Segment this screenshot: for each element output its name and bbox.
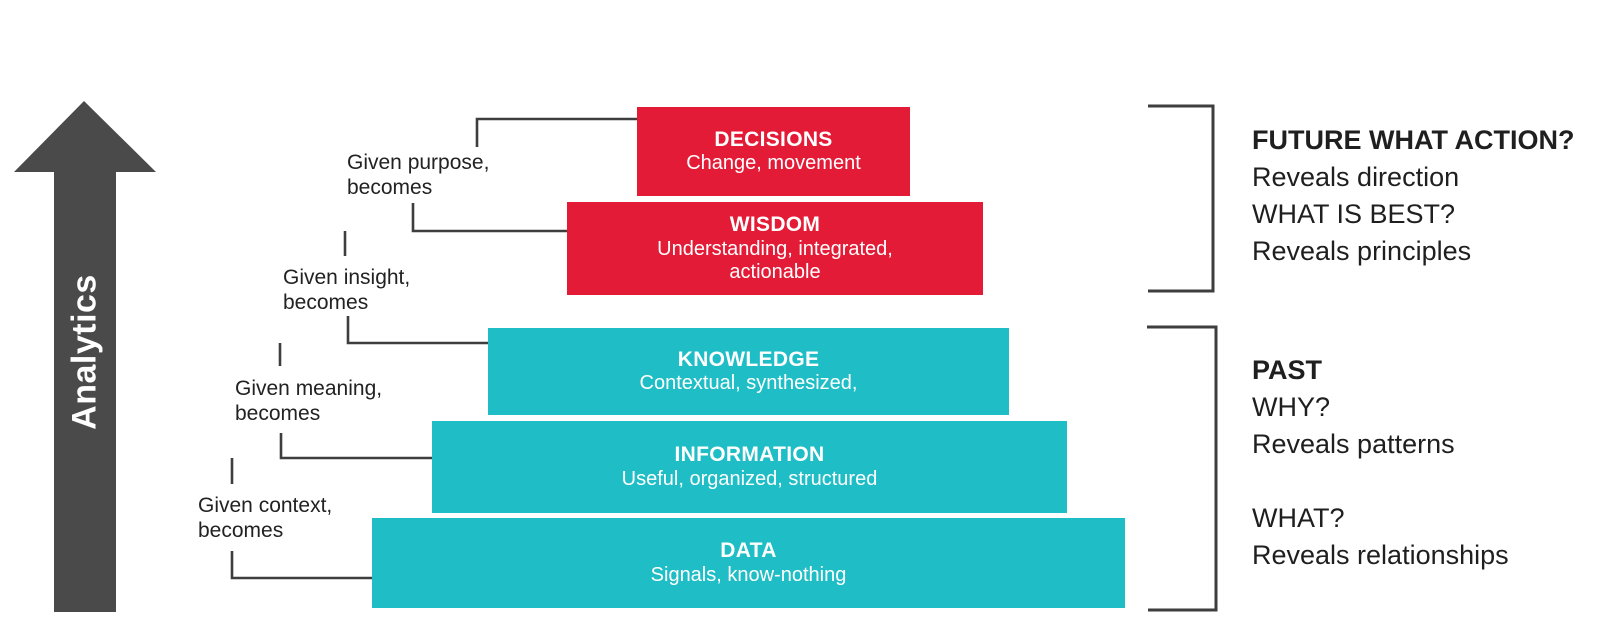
bracket-future-group bbox=[1148, 104, 1215, 293]
annotation-line: Reveals relationships bbox=[1252, 540, 1509, 570]
annotation-line: FUTURE WHAT ACTION? bbox=[1252, 125, 1575, 155]
annotation-line: PAST bbox=[1252, 355, 1323, 385]
transition-line2: becomes bbox=[283, 291, 369, 314]
pyramid-level-information: INFORMATION Useful, organized, structure… bbox=[432, 421, 1067, 513]
pyramid-level-data: DATA Signals, know-nothing bbox=[372, 518, 1125, 608]
transition-line2: becomes bbox=[347, 176, 433, 199]
annotation-line: Reveals direction bbox=[1252, 162, 1460, 192]
annotation-future: FUTURE WHAT ACTION? Reveals direction WH… bbox=[1252, 122, 1574, 270]
connector-data-to-context bbox=[230, 551, 372, 580]
transition-label-given-insight: Given insight, becomes bbox=[283, 265, 410, 315]
annotation-past: PAST WHY? Reveals patterns WHAT? Reveals… bbox=[1252, 352, 1509, 574]
connector-wisdom-to-purpose bbox=[411, 203, 567, 233]
pyramid-level-wisdom: WISDOM Understanding, integrated, action… bbox=[567, 202, 983, 295]
transition-label-given-meaning: Given meaning, becomes bbox=[235, 376, 382, 426]
transition-line2: becomes bbox=[235, 402, 321, 425]
transition-line1: Given meaning, bbox=[235, 377, 383, 400]
level-title-decisions: DECISIONS bbox=[714, 127, 833, 151]
annotation-line bbox=[1252, 463, 1509, 500]
transition-label-given-purpose: Given purpose, becomes bbox=[347, 150, 489, 200]
level-title-knowledge: KNOWLEDGE bbox=[677, 347, 820, 371]
pyramid-level-decisions: DECISIONS Change, movement bbox=[637, 107, 910, 196]
transition-line2: becomes bbox=[198, 519, 284, 542]
level-subtitle-wisdom: Understanding, integrated, bbox=[657, 237, 893, 260]
bracket-past-group bbox=[1147, 325, 1218, 612]
transition-label-given-context: Given context, becomes bbox=[198, 493, 332, 543]
connector-knowledge-to-insight bbox=[346, 316, 488, 345]
analytics-up-arrow bbox=[14, 101, 156, 612]
level-title-wisdom: WISDOM bbox=[729, 213, 821, 237]
level-subtitle2-wisdom: actionable bbox=[729, 260, 821, 283]
annotation-line: Reveals principles bbox=[1252, 236, 1472, 266]
transition-line1: Given purpose, bbox=[347, 151, 490, 174]
transition-line1: Given context, bbox=[198, 494, 333, 517]
level-subtitle-information: Useful, organized, structured bbox=[621, 467, 878, 490]
pyramid-level-knowledge: KNOWLEDGE Contextual, synthesized, bbox=[488, 328, 1009, 415]
annotation-line: WHY? bbox=[1252, 392, 1331, 422]
annotation-line: Reveals patterns bbox=[1252, 429, 1455, 459]
level-title-information: INFORMATION bbox=[674, 443, 825, 467]
transition-line1: Given insight, bbox=[283, 266, 411, 289]
connector-purpose-to-decisions bbox=[475, 117, 637, 147]
analytics-arrow-label: Analytics bbox=[65, 274, 104, 430]
connector-information-to-meaning bbox=[279, 433, 432, 460]
annotation-line: WHAT IS BEST? bbox=[1252, 199, 1456, 229]
level-subtitle-decisions: Change, movement bbox=[686, 152, 861, 175]
level-subtitle-knowledge: Contextual, synthesized, bbox=[639, 372, 858, 395]
level-subtitle-data: Signals, know-nothing bbox=[650, 563, 847, 586]
level-title-data: DATA bbox=[720, 539, 777, 563]
annotation-line: WHAT? bbox=[1252, 503, 1345, 533]
